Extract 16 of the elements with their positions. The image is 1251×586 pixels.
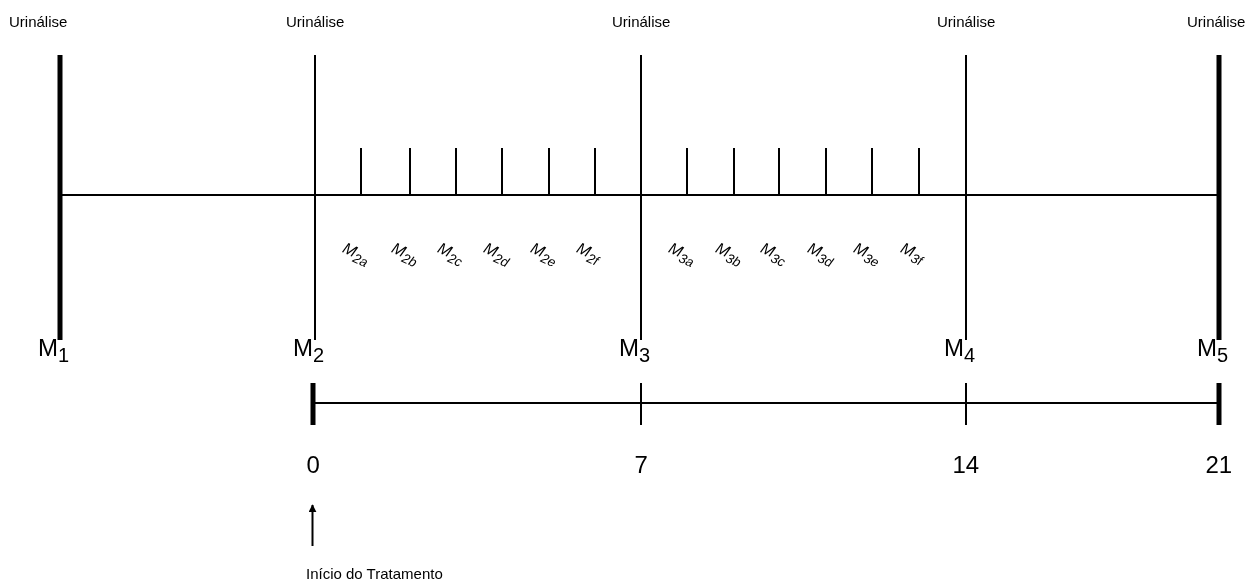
arrow [308,504,317,547]
sample-label: Urinálise [9,14,68,29]
sample-label: Urinálise [1187,14,1246,29]
moment-label: M$_{2}$ [293,336,325,365]
day-label: 14 [952,453,980,477]
annotation-text: Início do Tratamento [306,566,443,581]
day-label: 21 [1205,453,1233,477]
sample-label: Urinálise [612,14,671,29]
moment-label: M$_{5}$ [1197,336,1229,365]
moment-label: M$_{3}$ [619,336,651,365]
moment-label: M$_{1}$ [38,336,70,365]
day-label: 7 [634,453,648,477]
day-label: 0 [306,453,320,477]
sample-label: Urinálise [286,14,345,29]
moment-label: M$_{4}$ [944,336,976,365]
sample-label: Urinálise [937,14,996,29]
